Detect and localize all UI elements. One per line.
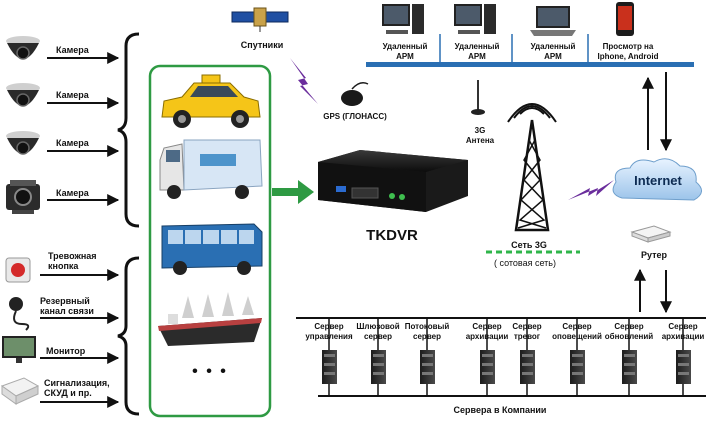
gps-antenna-icon xyxy=(9,297,30,331)
vehicles-to-dvr-arrow xyxy=(272,180,314,204)
satellite-label: Спутники xyxy=(240,40,284,50)
monitor-label: Монитор xyxy=(46,346,86,356)
cell-tower-icon xyxy=(507,103,557,232)
server-rack-group xyxy=(322,318,691,396)
laptop-icon xyxy=(530,6,576,36)
brace-upper xyxy=(117,32,140,228)
internet-uplink-arrows xyxy=(642,72,672,152)
smartphone-icon xyxy=(616,2,634,36)
server-rack-icon xyxy=(520,318,535,396)
dome-camera-icon xyxy=(6,36,40,60)
router-label: Рутер xyxy=(640,250,668,260)
3g-network-sublabel: ( сотовая сеть) xyxy=(493,258,556,268)
top-network-bar xyxy=(366,62,694,67)
camera-group xyxy=(6,36,40,214)
box-camera-icon xyxy=(6,180,40,214)
server-rack-icon xyxy=(622,318,637,396)
server-rack-icon xyxy=(676,318,691,396)
camera-arrows xyxy=(47,52,120,206)
server-rack-icon xyxy=(420,318,435,396)
internet-label: Internet xyxy=(634,173,682,188)
taxi-car-icon xyxy=(161,74,261,128)
alarm-button-icon xyxy=(5,257,31,283)
server-rack-icon xyxy=(371,318,386,396)
3g-antenna-icon xyxy=(471,80,485,115)
camera-label-4: Камера xyxy=(56,188,89,198)
server-rack-icon xyxy=(480,318,495,396)
internet-cloud-icon xyxy=(612,158,702,201)
more-vehicles-ellipsis: • • • xyxy=(192,363,228,380)
vehicles-frame xyxy=(148,64,272,418)
satellite-icon xyxy=(231,7,289,32)
truck-icon xyxy=(159,139,263,199)
brace-lower xyxy=(117,256,140,416)
server-rack-icon xyxy=(570,318,585,396)
router-link-arrows xyxy=(634,268,672,314)
dvr-label: TKDVR xyxy=(366,227,418,244)
desktop-pc-icon xyxy=(382,4,424,34)
camera-label-3: Камера xyxy=(56,138,89,148)
monitor-icon xyxy=(2,336,36,363)
gps-puck-icon xyxy=(341,82,369,106)
dome-camera-icon xyxy=(6,131,40,155)
dvr-unit xyxy=(318,150,468,212)
camera-label-1: Камера xyxy=(56,45,89,55)
lightning-satellite xyxy=(290,58,318,104)
dome-camera-icon xyxy=(6,83,40,107)
3g-network-label: Сеть 3G xyxy=(511,240,547,250)
alarm-system-label: Сигнализация,СКУД и пр. xyxy=(44,378,110,398)
bus-icon xyxy=(161,223,263,275)
peripheral-arrows xyxy=(40,269,120,408)
server-rack-icon xyxy=(322,318,337,396)
servers-caption: Сервера в Компании xyxy=(453,405,547,415)
gps-label: GPS (ГЛОНАСС) xyxy=(323,112,387,121)
lightning-internet xyxy=(568,180,614,200)
camera-label-2: Камера xyxy=(56,90,89,100)
alarm-panel-icon xyxy=(0,377,40,405)
desktop-pc-icon xyxy=(454,4,496,34)
router-icon xyxy=(630,225,672,243)
ship-icon xyxy=(158,292,262,346)
